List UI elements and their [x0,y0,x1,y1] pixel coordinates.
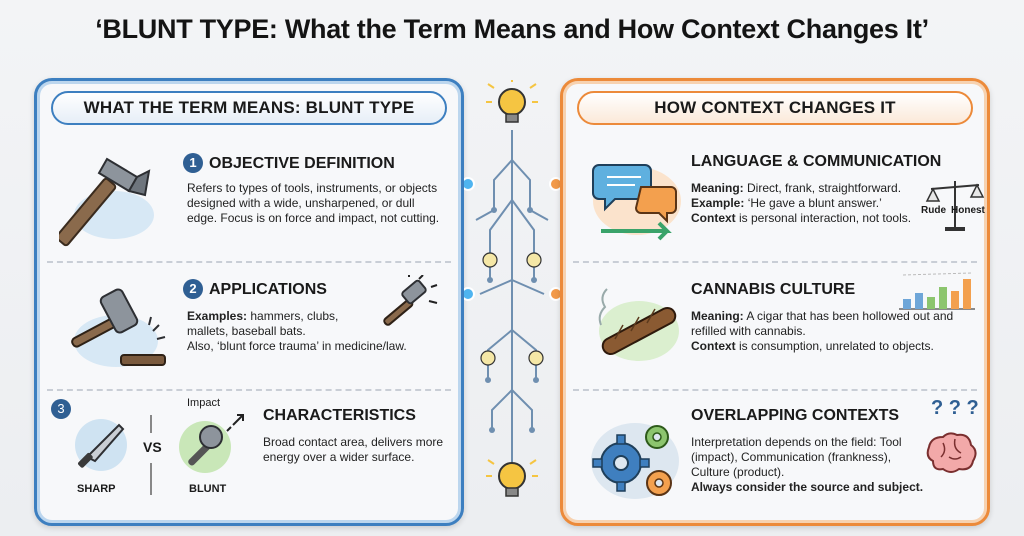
sharp-label: SHARP [77,483,116,495]
section-overlapping-contexts: OVERLAPPING CONTEXTS ? ? ? Interpretatio… [563,395,987,525]
brain-icon [926,432,977,473]
cannabis-body: Meaning: A cigar that has been hollowed … [691,309,954,353]
section-3-title: CHARACTERISTICS [263,407,416,424]
sharp-knife-icon [75,419,127,471]
balance-scale-icon [925,181,985,231]
right-panel: HOW CONTEXT CHANGES IT LANGUAGE & COMMUN… [560,78,990,526]
right-panel-header: HOW CONTEXT CHANGES IT [577,91,973,125]
scale-honest-label: Honest [951,205,985,216]
vs-label: VS [143,439,162,455]
lightbulb-icon [486,80,538,123]
left-divider-1 [47,261,451,263]
cigar-icon [598,288,679,361]
left-panel-header: WHAT THE TERM MEANS: BLUNT TYPE [51,91,447,125]
language-body: Meaning: Direct, frank, straightforward.… [691,181,912,225]
hammer-icon [59,157,154,247]
overlapping-body: Interpretation depends on the field: Too… [691,435,931,495]
cannabis-title: CANNABIS CULTURE [691,281,856,298]
overlapping-emphasis: Always consider the source and subject. [691,480,924,494]
question-marks: ? ? ? [931,397,979,419]
page-title: ‘BLUNT TYPE: What the Term Means and How… [95,14,929,44]
circuit-tree-illustration [464,80,560,497]
section-3-body: Broad contact area, delivers more energy… [263,435,444,464]
overlapping-title: OVERLAPPING CONTEXTS [691,407,900,424]
bar-growth-icon [899,272,975,310]
vs-divider-icon [150,415,152,495]
right-divider-1 [573,261,977,263]
section-characteristics: 3 SHARP VS Impact BLUNT CHARACTERISTICS … [37,395,461,525]
section-3-number: 3 [51,399,71,419]
gears-icon [591,423,679,499]
gavel-icon [71,288,166,367]
blunt-label: BLUNT [189,483,227,495]
impact-label: Impact [187,397,221,409]
section-language-communication: LANGUAGE & COMMUNICATION Meaning: Direct… [563,139,987,267]
lightbulb-bottom-icon [486,459,538,497]
section-cannabis-culture: CANNABIS CULTURE Meaning: A cigar that h… [563,267,987,393]
scale-rude-label: Rude [921,205,946,216]
left-divider-2 [47,389,451,391]
section-1-body: Refers to types of tools, instruments, o… [187,181,440,225]
section-2-body: Examples: hammers, clubs, mallets, baseb… [187,309,407,353]
language-title: LANGUAGE & COMMUNICATION [691,153,942,170]
section-1-number: 1 [183,153,203,173]
section-2-number: 2 [183,279,203,299]
chat-bubbles-icon [592,164,681,241]
hammer-impact-icon [383,275,438,326]
right-divider-2 [573,389,977,391]
blunt-mallet-icon [179,414,244,473]
